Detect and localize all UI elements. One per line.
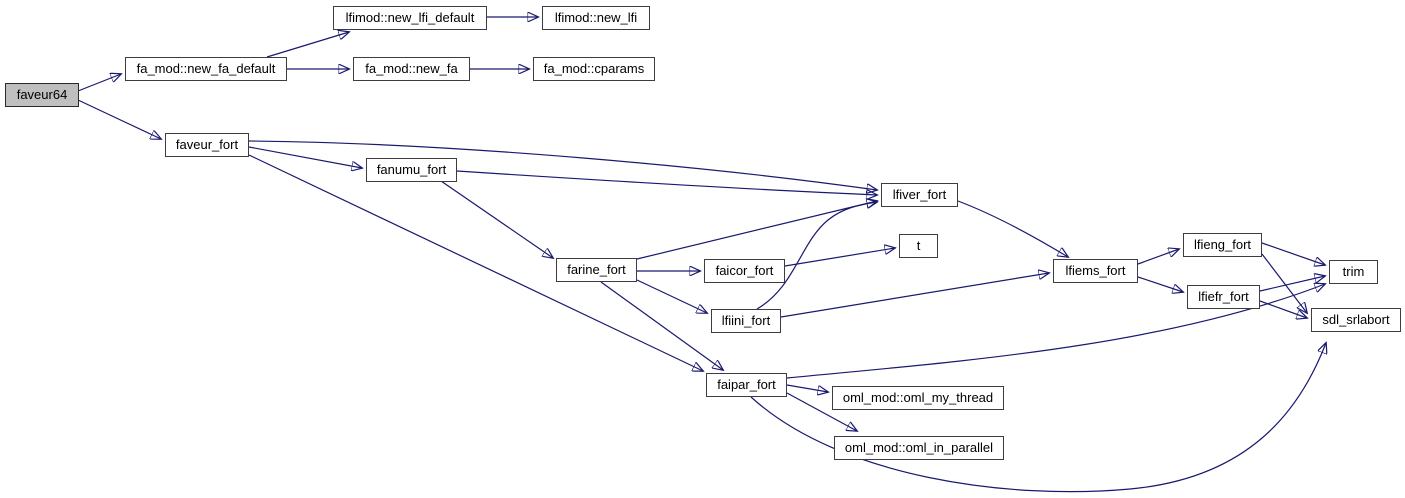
node-lfimod-new_lfi_default[interactable]: lfimod::new_lfi_default (333, 6, 487, 30)
edge-lfieng_fort-sdl_srlabort (1261, 253, 1307, 313)
edge-faveur_fort-faipar_fort (248, 154, 703, 371)
node-t[interactable]: t (899, 234, 938, 258)
edge-faicor_fort-t (784, 248, 895, 267)
node-lfimod-new_lfi[interactable]: lfimod::new_lfi (542, 6, 650, 30)
edge-faipar_fort-oml_in_parallel (786, 392, 857, 431)
edge-lfiems_fort-lfiefr_fort (1137, 276, 1183, 292)
node-lfiini_fort[interactable]: lfiini_fort (711, 309, 781, 333)
edge-lfiver_fort-lfiems_fort (957, 200, 1068, 257)
node-oml_mod-oml_in_parallel[interactable]: oml_mod::oml_in_parallel (834, 436, 1004, 460)
edge-lfiini_fort-lfiver_fort (756, 202, 877, 310)
edge-lfieng_fort-trim (1261, 242, 1325, 265)
edge-faveur_fort-lfiver_fort (248, 140, 877, 190)
edge-faveur64-new_fa_default (77, 74, 121, 92)
edge-fanumu_fort-lfiver_fort (456, 170, 877, 195)
edge-faipar_fort-sdl_srlabort (750, 343, 1326, 493)
edge-lfiefr_fort-trim (1259, 276, 1325, 292)
node-faveur_fort[interactable]: faveur_fort (165, 133, 249, 157)
node-oml_mod-oml_my_thread[interactable]: oml_mod::oml_my_thread (832, 386, 1004, 410)
node-fa_mod-new_fa[interactable]: fa_mod::new_fa (353, 57, 470, 81)
node-farine_fort[interactable]: farine_fort (556, 258, 637, 282)
edge-faipar_fort-oml_my_thread (786, 384, 828, 392)
node-fa_mod-cparams[interactable]: fa_mod::cparams (533, 57, 655, 81)
node-trim[interactable]: trim (1329, 260, 1378, 284)
node-faicor_fort[interactable]: faicor_fort (704, 259, 785, 283)
edge-faveur64-faveur_fort (77, 99, 161, 139)
node-lfiems_fort[interactable]: lfiems_fort (1053, 259, 1138, 283)
edge-faveur_fort-fanumu_fort (248, 146, 362, 168)
edge-farine_fort-lfiini_fort (636, 279, 707, 313)
edge-lfiems_fort-lfieng_fort (1137, 249, 1179, 265)
edge-farine_fort-lfiver_fort (636, 201, 877, 260)
node-lfiver_fort[interactable]: lfiver_fort (881, 183, 958, 207)
node-lfieng_fort[interactable]: lfieng_fort (1183, 233, 1262, 257)
node-fanumu_fort[interactable]: fanumu_fort (366, 158, 457, 182)
edge-fanumu_fort-farine_fort (440, 180, 553, 258)
edge-lfiini_fort-lfiems_fort (780, 273, 1049, 318)
edge-farine_fort-faipar_fort (600, 281, 723, 370)
node-faipar_fort[interactable]: faipar_fort (706, 373, 787, 397)
node-sdl_srlabort[interactable]: sdl_srlabort (1311, 308, 1401, 332)
node-fa_mod-new_fa_default[interactable]: fa_mod::new_fa_default (125, 57, 287, 81)
edge-new_fa_default-new_lfi_default (266, 32, 349, 58)
node-lfiefr_fort[interactable]: lfiefr_fort (1187, 285, 1260, 309)
node-faveur64: faveur64 (5, 83, 79, 107)
